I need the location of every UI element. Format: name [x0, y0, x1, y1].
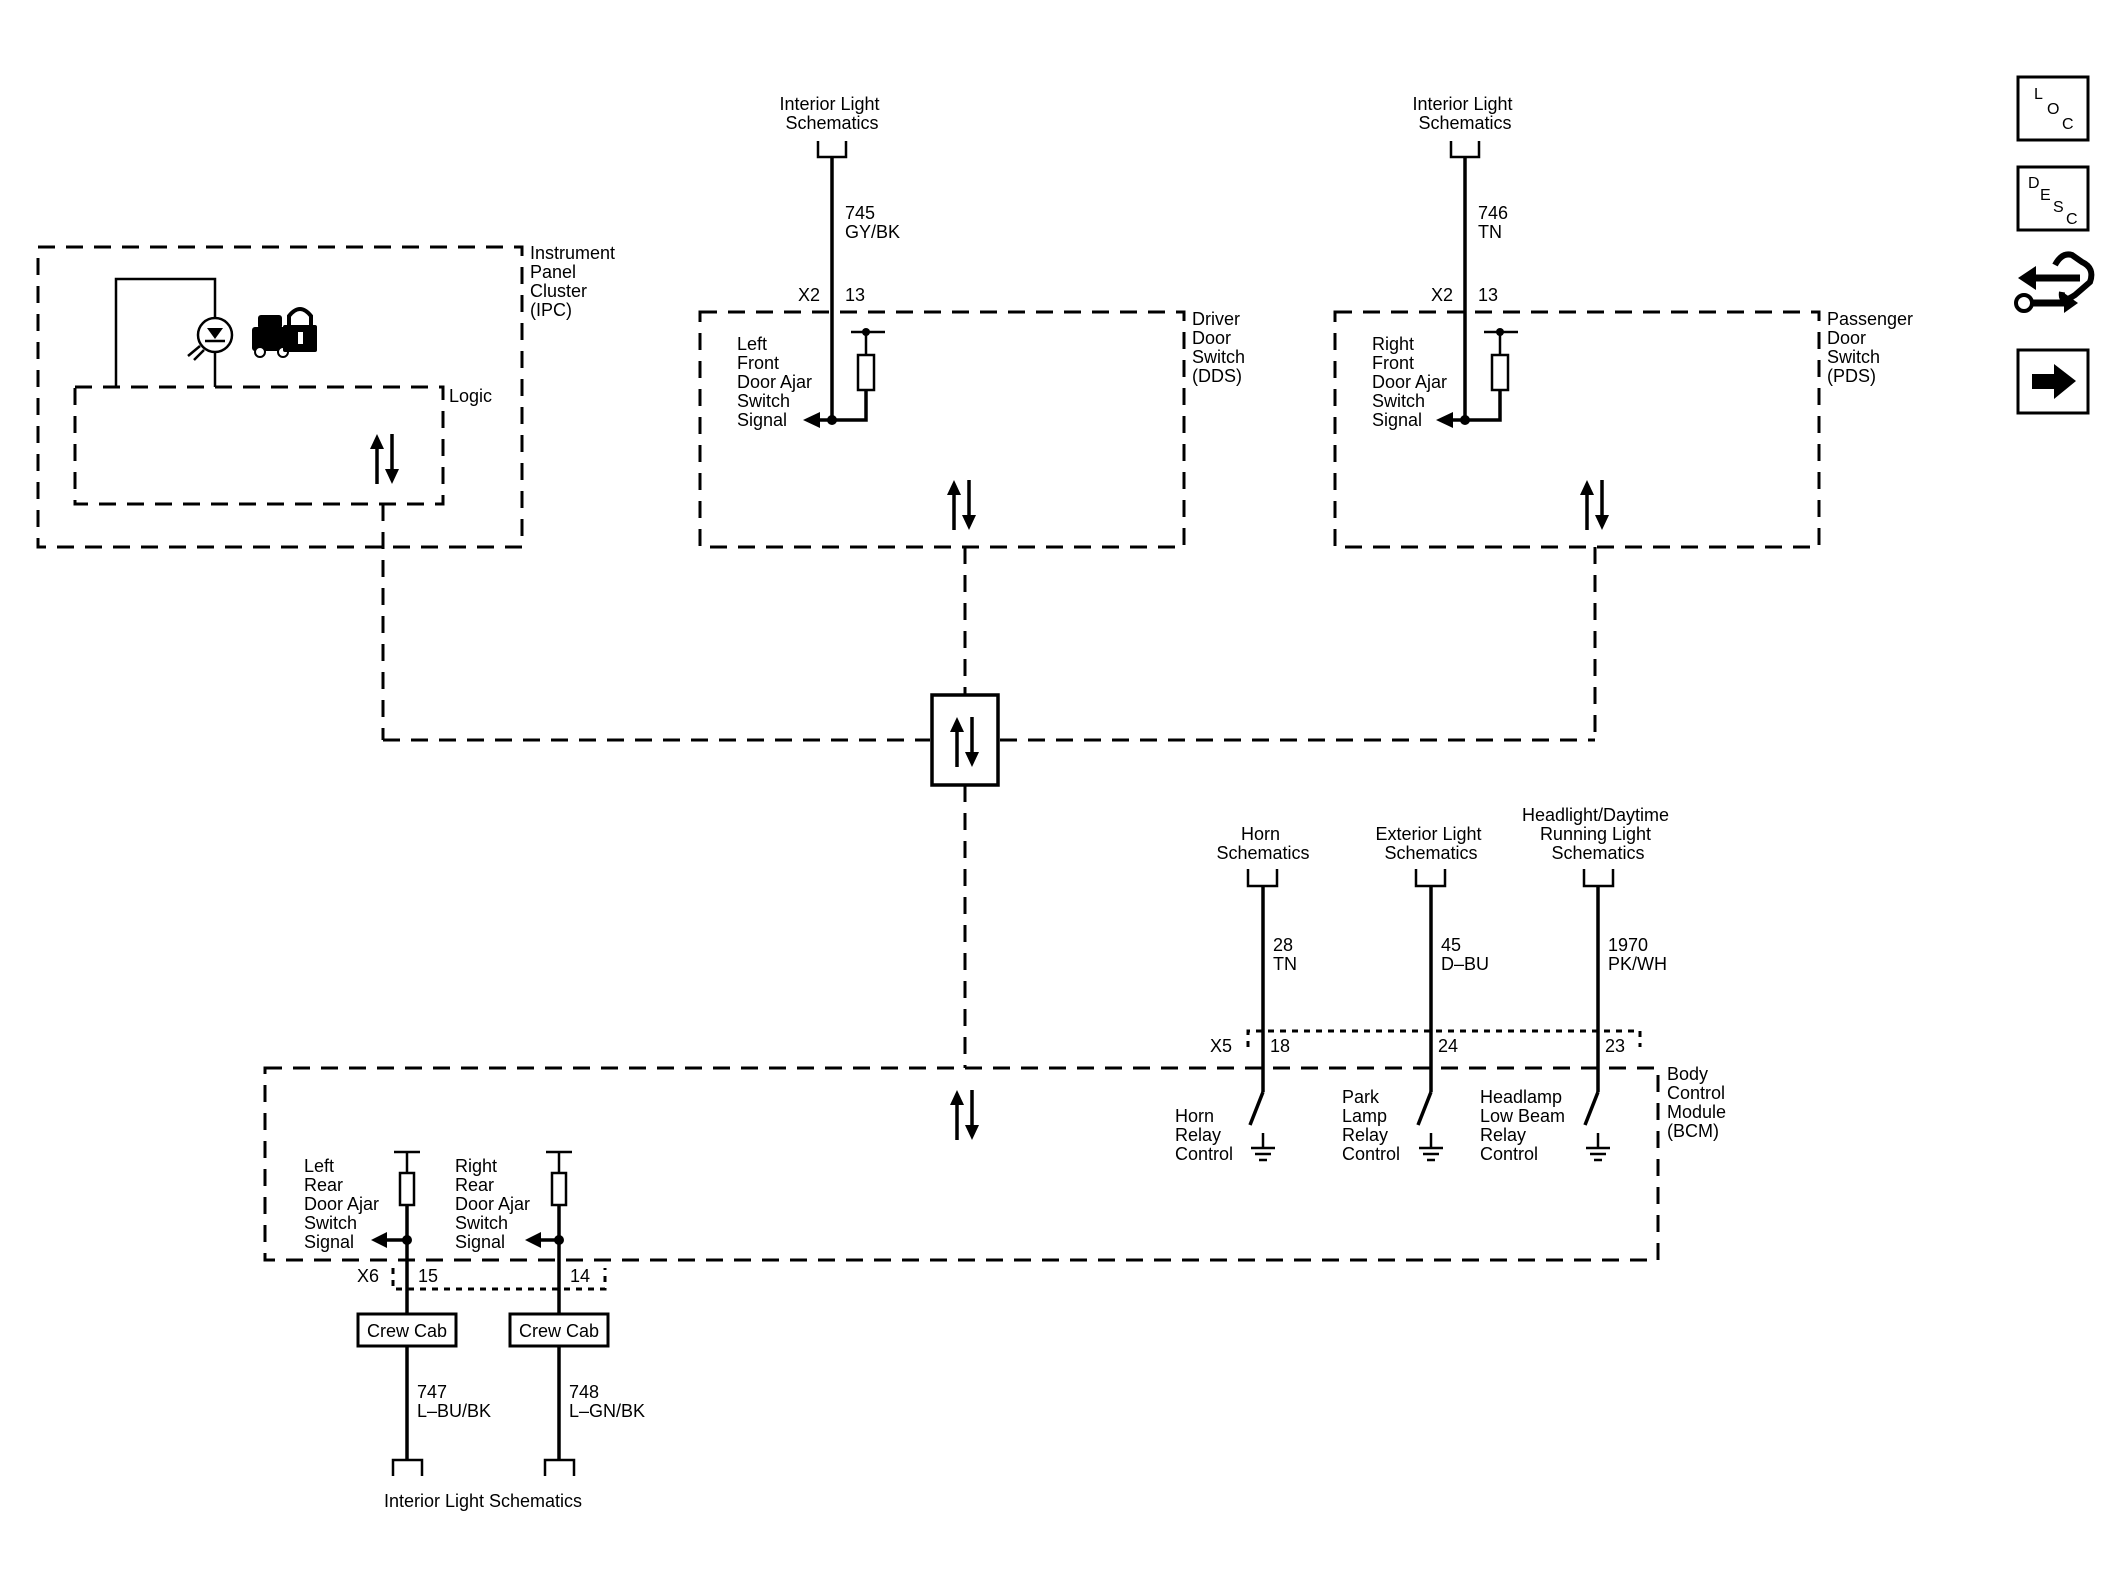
- connector-wrench-icon[interactable]: [2014, 251, 2095, 313]
- ipc-logic-label: Logic: [449, 386, 492, 406]
- ref-interior-light-left: Interior Light Schematics: [779, 94, 884, 133]
- crew-cab-wiring: Crew Cab Crew Cab 747 L–BU/BK 748 L–GN/B…: [356, 1312, 645, 1511]
- dds-label: Driver Door Switch (DDS): [1192, 309, 1250, 386]
- loc-button[interactable]: L O C: [2016, 75, 2090, 142]
- wire-747-color: L–BU/BK: [417, 1401, 491, 1421]
- svg-text:O: O: [2047, 101, 2059, 118]
- horn-relay-label: Horn Relay Control: [1175, 1106, 1233, 1164]
- lr-signal-label: Left Rear Door Ajar Switch Signal: [304, 1156, 384, 1252]
- wire-28-circuit: 28: [1273, 935, 1293, 955]
- dds-connector: X2: [798, 285, 820, 305]
- wire-748-circuit: 748: [569, 1382, 599, 1402]
- wire-45-circuit: 45: [1441, 935, 1461, 955]
- head-relay-label: Headlamp Low Beam Relay Control: [1480, 1087, 1570, 1164]
- bcm-label: Body Control Module (BCM): [1667, 1064, 1731, 1141]
- x5-pin-horn: 18: [1270, 1036, 1290, 1056]
- wire-746-color: TN: [1478, 222, 1502, 242]
- x5-pin-head: 23: [1605, 1036, 1625, 1056]
- crew-cab-left: Crew Cab: [367, 1321, 447, 1341]
- x6-pin-lr: 15: [418, 1266, 438, 1286]
- rr-signal-label: Right Rear Door Ajar Switch Signal: [455, 1156, 535, 1252]
- svg-text:D: D: [2028, 175, 2040, 192]
- crew-cab-right: Crew Cab: [519, 1321, 599, 1341]
- wire-747-circuit: 747: [417, 1382, 447, 1402]
- svg-text:E: E: [2040, 187, 2051, 204]
- x5-pin-park: 24: [1438, 1036, 1458, 1056]
- dds-pin: 13: [845, 285, 865, 305]
- wire-745-color: GY/BK: [845, 222, 900, 242]
- svg-text:C: C: [2066, 211, 2078, 228]
- indicator-lamp-icon: [187, 316, 234, 361]
- pds-connector: X2: [1431, 285, 1453, 305]
- wire-745-circuit: 745: [845, 203, 875, 223]
- park-relay-label: Park Lamp Relay Control: [1342, 1087, 1400, 1164]
- wire-45-color: D–BU: [1441, 954, 1489, 974]
- wire-1970-color: PK/WH: [1608, 954, 1667, 974]
- pds-data-arrows-icon: [1580, 480, 1609, 530]
- serial-data-bus: [381, 504, 1597, 1068]
- pds-label: Passenger Door Switch (PDS): [1827, 309, 1918, 386]
- passenger-door-switch: Interior Light Schematics 746 TN X2 13 P…: [1333, 94, 1918, 549]
- dds-signal-label: Left Front Door Ajar Switch Signal: [737, 334, 817, 430]
- wire-28-color: TN: [1273, 954, 1297, 974]
- vehicle-lock-icon: [252, 307, 317, 358]
- svg-text:L: L: [2034, 86, 2043, 103]
- svg-text:S: S: [2053, 199, 2064, 216]
- ref-exterior-light: Exterior Light Schematics: [1375, 824, 1486, 863]
- data-arrows-icon: [370, 434, 399, 484]
- wire-746-circuit: 746: [1478, 203, 1508, 223]
- ipc-label: Instrument Panel Cluster (IPC): [530, 243, 620, 320]
- ref-interior-light-bottom: Interior Light Schematics: [384, 1491, 582, 1511]
- wire-1970-circuit: 1970: [1608, 935, 1648, 955]
- ipc-module: Logic Instrument Panel Cluster (IPC): [36, 243, 620, 549]
- pds-signal-label: Right Front Door Ajar Switch Signal: [1372, 334, 1452, 430]
- x6-pin-rr: 14: [570, 1266, 590, 1286]
- ref-horn: Horn Schematics: [1216, 824, 1309, 863]
- x5-connector: X5: [1210, 1036, 1232, 1056]
- wire-748-color: L–GN/BK: [569, 1401, 645, 1421]
- ref-headlight: Headlight/Daytime Running Light Schemati…: [1522, 805, 1674, 863]
- dds-data-arrows-icon: [947, 480, 976, 530]
- body-control-module: Body Control Module (BCM) X5 18 24 23 Ho…: [263, 805, 1731, 1320]
- x6-connector: X6: [357, 1266, 379, 1286]
- bcm-data-arrows-icon: [950, 1090, 979, 1140]
- desc-button[interactable]: D E S C: [2016, 165, 2090, 232]
- pds-pin: 13: [1478, 285, 1498, 305]
- driver-door-switch: Interior Light Schematics 745 GY/BK X2 1…: [698, 94, 1250, 549]
- svg-text:C: C: [2062, 116, 2074, 133]
- ref-interior-light-right: Interior Light Schematics: [1412, 94, 1517, 133]
- bus-arrows-icon: [950, 717, 979, 767]
- right-arrow-icon[interactable]: [2016, 348, 2090, 415]
